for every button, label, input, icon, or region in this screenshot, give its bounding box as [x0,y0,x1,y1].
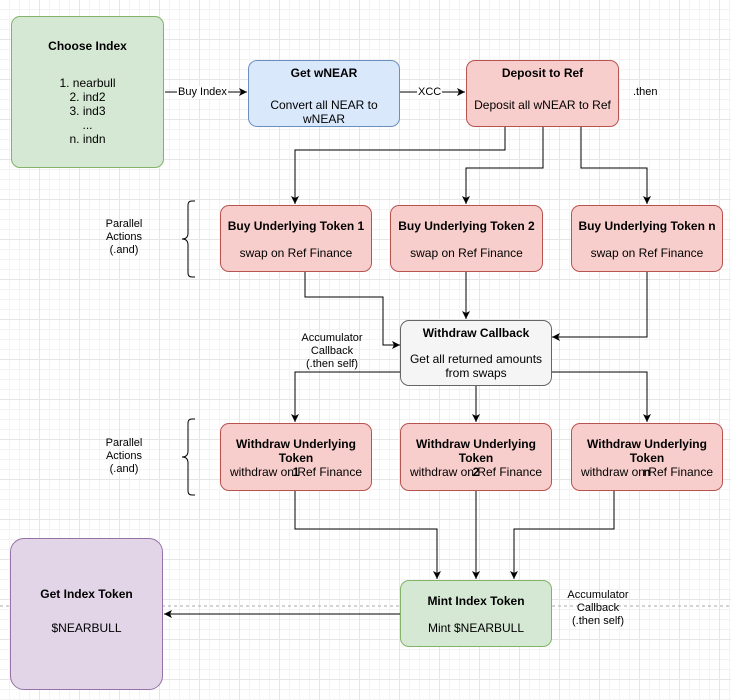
buy-token-n-body: swap on Ref Finance [590,246,704,260]
parallel-actions-line: Actions [105,450,143,462]
mint-index-token-body: Mint $NEARBULL [427,621,525,635]
get-wnear-title: Get wNEAR [290,66,358,80]
parallel-actions-line: Parallel [105,437,143,449]
choose-index-node[interactable]: Choose Index 1. nearbull 2. ind2 3. ind3… [11,16,164,168]
index-item: ... [82,118,93,132]
index-item: 3. ind3 [69,104,106,118]
withdraw-callback-title: Withdraw Callback [422,326,530,340]
buy-token-n-node[interactable]: Buy Underlying Token n swap on Ref Finan… [571,205,723,272]
withdraw-token-2-title-line2: 2 [472,465,480,479]
edge-buy1-to-callback [304,272,400,349]
buy-token-1-body: swap on Ref Finance [239,246,353,260]
accumulator-line: Callback [576,602,620,614]
xcc-label: XCC [417,86,443,99]
buy-token-n-title: Buy Underlying Token n [578,219,716,233]
edge-deposit-to-buy1 [291,127,506,204]
accumulator-label-middle: Accumulator Callback (.then self) [296,332,368,371]
withdraw-token-2-body: withdraw on Ref Finance [409,465,543,479]
withdraw-callback-body-line2: from swaps [445,366,507,380]
then-label: .then [633,86,658,98]
deposit-ref-node[interactable]: Deposit to Ref Deposit all wNEAR to Ref [466,60,619,127]
edge-callback-to-withdrawn [552,371,651,422]
mint-index-token-node[interactable]: Mint Index Token Mint $NEARBULL [400,580,552,647]
withdraw-token-1-title-line2: 1 [292,465,300,479]
buy-token-1-title: Buy Underlying Token 1 [227,219,365,233]
withdraw-token-2-title-line1: Withdraw Underlying Token [416,437,536,465]
accumulator-line: Accumulator [301,332,363,344]
parallel-actions-line: (.and) [109,244,139,256]
index-item: 1. nearbull [59,76,116,90]
get-wnear-node[interactable]: Get wNEAR Convert all NEAR to wNEAR [248,60,400,127]
withdraw-token-n-title-line1: Withdraw Underlying Token [587,437,707,465]
index-list: 1. nearbull 2. ind2 3. ind3 ... n. indn [12,76,163,146]
get-wnear-body: Convert all NEAR to wNEAR [270,98,378,126]
withdraw-token-n-node[interactable]: Withdraw Underlying Token n withdraw on … [571,423,723,491]
withdraw-callback-body-line1: Get all returned amounts [409,352,543,366]
edge-deposit-to-buyn [580,127,651,204]
index-item: 2. ind2 [69,90,106,104]
get-index-token-body: $NEARBULL [51,621,122,635]
choose-index-title: Choose Index [48,39,127,53]
parallel-brace-top [181,200,195,278]
get-index-token-title: Get Index Token [40,587,133,601]
parallel-actions-label-top: Parallel Actions (.and) [100,218,148,257]
withdraw-callback-node[interactable]: Withdraw Callback Get all returned amoun… [400,320,552,386]
buy-token-1-node[interactable]: Buy Underlying Token 1 swap on Ref Finan… [220,205,372,272]
parallel-actions-line: Actions [105,231,143,243]
withdraw-token-1-body: withdraw on Ref Finance [229,465,363,479]
accumulator-line: Accumulator [567,589,629,601]
parallel-actions-label-bottom: Parallel Actions (.and) [100,437,148,476]
parallel-actions-line: (.and) [109,463,139,475]
withdraw-token-n-body: withdraw on Ref Finance [580,465,714,479]
buy-index-label: Buy Index [177,86,228,99]
buy-token-2-body: swap on Ref Finance [410,246,523,260]
accumulator-line: (.then self) [572,615,624,627]
edge-withdraw1-to-mint [294,491,441,579]
withdraw-token-2-node[interactable]: Withdraw Underlying Token 2 withdraw on … [400,423,552,491]
withdraw-token-1-title-line1: Withdraw Underlying Token [236,437,356,465]
parallel-actions-line: Parallel [105,218,143,230]
accumulator-line: Callback [310,345,354,357]
edge-withdrawn-to-mint [510,491,615,579]
index-item: n. indn [69,132,106,146]
accumulator-label-bottom: Accumulator Callback (.then self) [562,589,634,628]
edge-deposit-to-buy2 [462,127,544,204]
deposit-ref-title: Deposit to Ref [501,66,584,80]
get-index-token-node[interactable]: Get Index Token $NEARBULL [10,538,163,690]
withdraw-token-1-node[interactable]: Withdraw Underlying Token 1 withdraw on … [220,423,372,491]
accumulator-line: (.then self) [306,358,358,370]
buy-token-2-title: Buy Underlying Token 2 [398,219,535,233]
edge-callback-to-withdraw1 [291,371,400,422]
edge-buyn-to-callback [552,272,648,341]
withdraw-token-n-title-line2: n [643,465,651,479]
buy-token-2-node[interactable]: Buy Underlying Token 2 swap on Ref Finan… [390,205,543,272]
parallel-brace-bottom [181,418,195,496]
mint-index-token-title: Mint Index Token [427,594,525,608]
deposit-ref-body: Deposit all wNEAR to Ref [474,98,611,112]
